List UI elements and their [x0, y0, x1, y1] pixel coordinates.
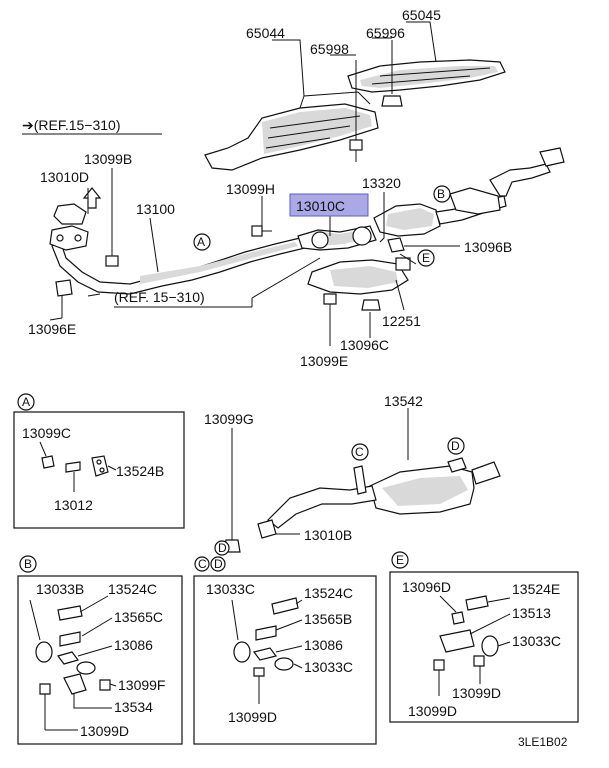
- arrow-up: [82, 187, 102, 209]
- svg-text:13096D: 13096D: [402, 579, 451, 595]
- label-65996: 65996: [366, 25, 405, 41]
- callout-A-main: A: [193, 233, 211, 251]
- gasket-13096B: [387, 237, 405, 253]
- svg-text:13086: 13086: [114, 637, 153, 653]
- svg-text:D: D: [451, 439, 460, 453]
- svg-text:13534: 13534: [114, 699, 153, 715]
- svg-text:13099C: 13099C: [22, 425, 71, 441]
- inset-B: B 13033B 13524C 13565C 13086 13099F 1353…: [17, 555, 183, 745]
- diagram-code: 3LE1B02: [518, 735, 568, 749]
- svg-text:E: E: [422, 251, 430, 265]
- svg-text:13524E: 13524E: [512, 581, 560, 597]
- heat-shield-front: [204, 91, 379, 171]
- svg-text:C: C: [198, 557, 207, 571]
- svg-text:13033B: 13033B: [36, 581, 84, 597]
- svg-text:C: C: [355, 445, 364, 459]
- svg-text:D: D: [218, 541, 227, 555]
- svg-text:13086: 13086: [304, 637, 343, 653]
- muffler-13542: [257, 457, 501, 539]
- reference-top: ➔(REF.15−310): [22, 117, 121, 133]
- label-13320: 13320: [362, 175, 401, 191]
- label-13096C: 13096C: [340, 337, 389, 353]
- callout-D-main: D: [447, 437, 465, 455]
- callout-E-main: E: [417, 249, 435, 267]
- front-exhaust-pipe-13100: [51, 237, 306, 295]
- callout-C-main: C: [351, 443, 369, 461]
- inset-E: E 13096D 13524E 13513 13033C 13099D 1309…: [389, 551, 579, 723]
- label-13010D: 13010D: [40, 169, 89, 185]
- svg-text:13565C: 13565C: [114, 609, 163, 625]
- svg-text:13033C: 13033C: [206, 581, 255, 597]
- svg-text:A: A: [197, 235, 205, 249]
- label-13096B: 13096B: [464, 239, 512, 255]
- label-13099G: 13099G: [204, 411, 254, 427]
- manifold-flange: [49, 203, 89, 251]
- bolt-13099H: [251, 225, 272, 237]
- svg-text:D: D: [214, 557, 223, 571]
- svg-text:13099D: 13099D: [228, 709, 277, 725]
- label-13010C: 13010C: [296, 198, 345, 214]
- label-65044: 65044: [246, 25, 285, 41]
- svg-text:A: A: [22, 395, 30, 409]
- svg-text:13099D: 13099D: [452, 685, 501, 701]
- label-13099H: 13099H: [226, 181, 275, 197]
- svg-text:B: B: [24, 557, 32, 571]
- svg-text:13099D: 13099D: [408, 703, 457, 719]
- label-12251: 12251: [382, 313, 421, 329]
- heat-shield-bolt-65998: [349, 60, 363, 162]
- svg-text:13524B: 13524B: [116, 463, 164, 479]
- svg-text:13565B: 13565B: [304, 611, 352, 627]
- bracket-12251: [307, 257, 411, 295]
- callout-B-main: B: [433, 185, 451, 203]
- svg-text:13012: 13012: [54, 497, 93, 513]
- heat-shield-rear: [347, 59, 506, 93]
- bolt-13099E: [323, 293, 337, 336]
- stud-13099B: [105, 172, 119, 267]
- svg-text:13524C: 13524C: [108, 581, 157, 597]
- label-65998: 65998: [310, 41, 349, 57]
- catalytic-converter-13320: [373, 147, 565, 237]
- callout-D-bolt: D: [214, 540, 230, 556]
- label-13542: 13542: [384, 393, 423, 409]
- label-13099B: 13099B: [84, 151, 132, 167]
- heat-shield-nut-65996: [381, 40, 403, 107]
- highlight-13010C: [289, 193, 369, 217]
- reference-mid: (REF. 15−310): [114, 289, 205, 305]
- svg-text:13524C: 13524C: [304, 585, 353, 601]
- svg-text:13513: 13513: [512, 605, 551, 621]
- label-13010B: 13010B: [304, 527, 352, 543]
- label-13099E: 13099E: [300, 353, 348, 369]
- bolt-13099G: [223, 428, 241, 553]
- svg-text:13033C: 13033C: [304, 659, 353, 675]
- label-13100: 13100: [136, 201, 175, 217]
- svg-text:13099F: 13099F: [118, 677, 165, 693]
- svg-text:13033C: 13033C: [512, 633, 561, 649]
- svg-text:E: E: [396, 553, 404, 567]
- nut-13096C: [361, 299, 381, 311]
- inset-A: A 13099C 13524B 13012: [13, 393, 185, 529]
- svg-text:13099D: 13099D: [80, 723, 129, 739]
- gasket-13096E: [55, 279, 73, 318]
- center-pipe-section: [297, 225, 377, 251]
- label-65045: 65045: [402, 7, 441, 23]
- label-13096E: 13096E: [28, 321, 76, 337]
- svg-text:B: B: [437, 187, 445, 201]
- inset-CD: C D 13033C 13524C 13565B 13086 13033C 13…: [193, 556, 377, 745]
